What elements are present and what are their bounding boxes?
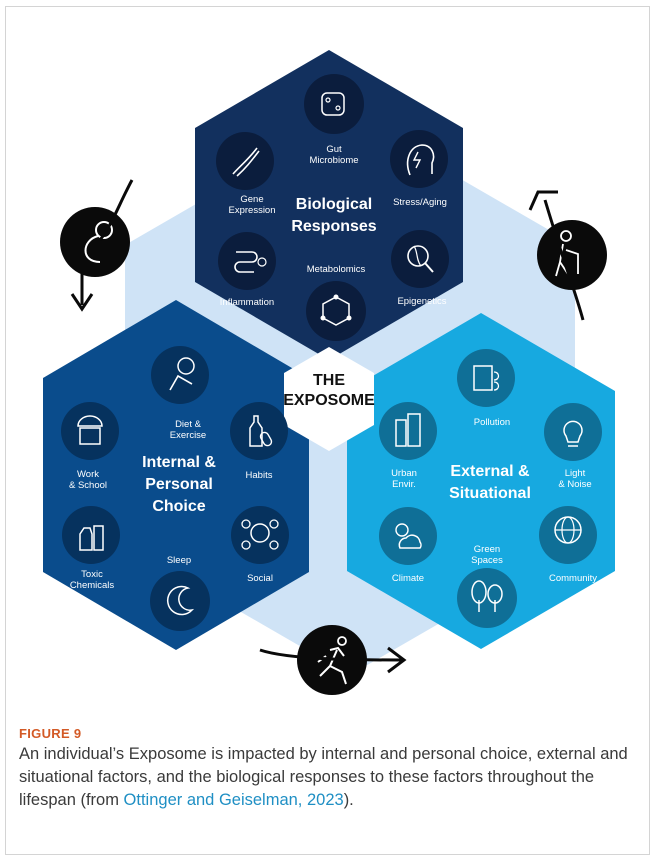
diet-label: Diet &Exercise [170,419,206,441]
stress-aging-icon [390,130,448,188]
diet-exercise-icon [151,346,209,404]
light-label: Light& Noise [558,468,591,490]
community-icon [539,506,597,564]
external-title1: External & [450,463,530,480]
internal-hexagon [43,300,309,650]
inflammation-icon [218,232,276,290]
hub-line1: THE [313,372,345,389]
social-label: Social [247,573,273,584]
habits-label: Habits [246,470,273,481]
gene-expression-icon [216,132,274,190]
citation-link[interactable]: Ottinger and Geiselman, 2023 [123,791,344,809]
internal-title3: Choice [152,498,205,515]
work-school-icon [61,402,119,460]
external-hexagon [347,313,615,649]
figure-label: FIGURE 9 [19,726,82,741]
work-label: Work& School [69,469,107,491]
lifespan-arrow-top-left [98,179,134,241]
sleep-label: Sleep [167,555,191,566]
biological-title2: Responses [291,218,376,235]
caption-end: ). [343,791,354,809]
lifespan-arrow-right-up [543,199,585,321]
social-icon [231,506,289,564]
metabolomics-label: Metabolomics [307,264,366,275]
external-title2: Situational [449,485,531,502]
arrowhead-right [387,646,407,674]
baby-icon [60,207,130,277]
caption-body: An individual’s Exposome is impacted by … [19,745,628,809]
arrowhead-left [70,293,94,312]
habits-icon [230,402,288,460]
elderly-person-icon [537,220,607,290]
climate-icon [379,507,437,565]
hub-line2: EXPOSOME [283,392,375,409]
light-noise-icon [544,403,602,461]
arrowhead-up [528,190,558,211]
green-spaces-icon [457,568,517,628]
metabolomics-icon [306,281,366,341]
internal-title2: Personal [145,476,213,493]
toxic-chemicals-icon [62,506,120,564]
internal-title1: Internal & [142,454,216,471]
stress-label: Stress/Aging [393,197,447,208]
pollution-label: Pollution [474,417,510,428]
exposome-hub [284,347,374,451]
urban-environment-icon [379,402,437,460]
inflammation-label: Inflammation [220,297,274,308]
lifespan-arrow-bottom [259,648,403,662]
figure-caption: FIGURE 9 An individual’s Exposome is imp… [19,726,639,812]
epigenetics-icon [391,230,449,288]
community-label: Community [549,573,597,584]
sleep-icon [150,571,210,631]
epigenetics-label: Epigenetics [397,296,446,307]
climate-label: Climate [392,573,424,584]
biological-title1: Biological [296,196,372,213]
caption-text: An individual’s Exposome is impacted by … [19,743,639,812]
pollution-icon [457,349,515,407]
gut-microbiome-icon [304,74,364,134]
